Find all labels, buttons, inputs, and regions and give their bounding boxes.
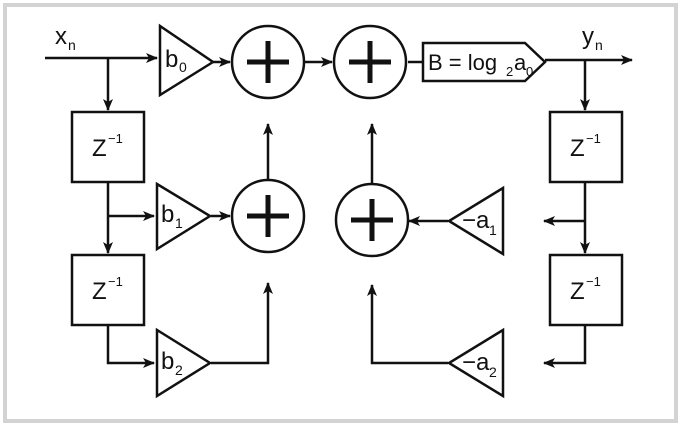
gain-a1-label: −a <box>462 207 490 234</box>
output-subscript: n <box>595 37 603 53</box>
shift-block-var-subscript: 0 <box>526 64 533 79</box>
gain-a1-subscript: 1 <box>489 222 497 238</box>
delay-left-1-box <box>70 110 146 184</box>
gain-a2: −a 2 <box>446 327 505 399</box>
gain-b0: b 0 <box>158 23 216 98</box>
gain-b1-subscript: 1 <box>175 215 183 231</box>
adder-mid-right-plus-icon <box>351 199 393 241</box>
gain-b2: b 2 <box>155 327 213 399</box>
adder-top-left <box>230 24 306 100</box>
gain-a2-label: −a <box>462 349 490 376</box>
gain-a1: −a 1 <box>446 185 505 257</box>
delay-right-2-exponent: −1 <box>586 274 601 289</box>
delay-left-2-box <box>70 253 146 327</box>
input-label: x n <box>55 23 76 53</box>
delay-left-2: Z −1 <box>70 253 146 327</box>
wire-z2-to-b2 <box>106 325 155 368</box>
gain-a2-triangle <box>446 327 505 399</box>
output-symbol: y <box>582 23 594 50</box>
wire-b2-to-adder <box>211 282 273 365</box>
gain-b0-triangle <box>158 23 216 98</box>
delay-left-1: Z −1 <box>70 110 146 184</box>
delay-right-1: Z −1 <box>548 110 624 184</box>
delay-right-1-label: Z <box>570 135 585 162</box>
delay-right-2-label: Z <box>570 278 585 305</box>
delay-left-2-label: Z <box>92 278 107 305</box>
adder-mid-right <box>334 182 410 258</box>
delay-right-1-box <box>548 110 624 184</box>
adder-mid-left-plus-icon <box>247 195 289 237</box>
delay-right-2-box <box>548 253 624 327</box>
delay-left-1-exponent: −1 <box>108 131 123 146</box>
gain-a2-subscript: 2 <box>489 364 497 380</box>
gain-b2-triangle <box>155 327 213 399</box>
gain-b2-label: b <box>161 348 174 375</box>
gain-b1: b 1 <box>155 181 213 252</box>
shift-block-log-base: 2 <box>506 64 513 79</box>
delay-right-1-exponent: −1 <box>586 131 601 146</box>
gain-a1-triangle <box>446 185 505 257</box>
delay-left-1-label: Z <box>92 135 107 162</box>
shift-block-var: a <box>514 50 527 75</box>
gain-b2-subscript: 2 <box>175 362 183 378</box>
input-symbol: x <box>55 23 67 50</box>
adder-top-right <box>332 24 408 100</box>
wire-a2-to-adder <box>367 284 448 365</box>
shift-block-prefix: B = log <box>428 50 497 75</box>
signal-wires <box>45 53 633 368</box>
adder-top-left-plus-icon <box>247 41 289 83</box>
gain-b1-triangle <box>155 181 213 252</box>
wire-z2-to-a2 <box>543 325 587 368</box>
adder-mid-left <box>230 178 306 254</box>
delay-right-2: Z −1 <box>548 253 624 327</box>
shift-block: B = log 2 a 0 <box>421 41 547 83</box>
gain-b1-label: b <box>161 201 174 228</box>
input-subscript: n <box>68 37 76 53</box>
adder-top-right-plus-icon <box>349 41 391 83</box>
shift-block-shape <box>421 41 547 83</box>
output-label: y n <box>582 23 603 53</box>
gain-b0-label: b <box>165 46 178 73</box>
delay-left-2-exponent: −1 <box>108 274 123 289</box>
gain-b0-subscript: 0 <box>179 59 187 75</box>
